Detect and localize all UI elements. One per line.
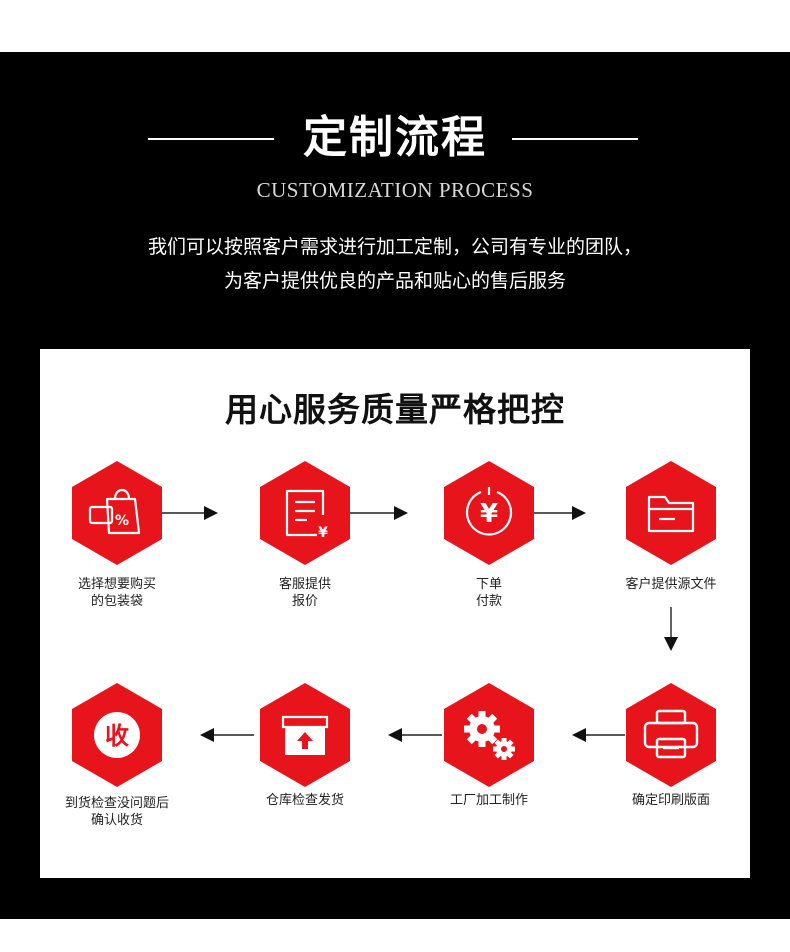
page-title: 定制流程 (303, 112, 487, 163)
box-upload-icon (281, 715, 329, 755)
step-3-label: 下单 付款 (419, 576, 559, 610)
process-flow: % ¥ ¥ (72, 461, 716, 787)
step-3-label-line1: 下单 (475, 577, 502, 592)
step-1-label-line1: 选择想要购买 (77, 577, 156, 592)
connector-2-3 (350, 506, 408, 520)
connector-5-6 (572, 728, 625, 742)
step-2-label-line1: 客服提供 (278, 577, 331, 592)
step-7-node (260, 683, 350, 787)
connector-6-7 (388, 728, 442, 742)
printer-icon (643, 709, 699, 759)
connector-7-8 (200, 728, 254, 742)
step-5-label: 确定印刷版面 (601, 792, 741, 809)
step-4-label-line1: 客户提供源文件 (625, 577, 717, 592)
step-3-label-line2: 付款 (475, 594, 502, 609)
step-4-label: 客户提供源文件 (601, 576, 741, 593)
step-8-label-line1: 到货检查没问题后 (64, 796, 169, 811)
receive-icon: 收 (94, 712, 140, 758)
step-5-node (626, 683, 716, 787)
yen-coin-icon: ¥ (465, 487, 513, 536)
step-6-label: 工厂加工制作 (419, 792, 559, 809)
connector-3-4 (534, 506, 586, 520)
svg-text:收: 收 (105, 722, 129, 750)
step-1-label: 选择想要购买 的包装袋 (47, 576, 187, 610)
connector-1-2 (162, 506, 218, 520)
step-1-node: % (72, 461, 162, 565)
step-8-label-line2: 确认收货 (90, 813, 143, 828)
description-line-1: 我们可以按照客户需求进行加工定制，公司有专业的团队， (147, 236, 642, 258)
gears-icon (464, 711, 515, 760)
title-divider-left (148, 138, 274, 140)
step-5-label-line1: 确定印刷版面 (631, 793, 710, 808)
connector-4-5 (664, 607, 678, 651)
quote-document-yen-icon: ¥ (285, 489, 328, 541)
title-row: 定制流程 (0, 112, 790, 164)
step-6-node (444, 683, 534, 787)
page-subtitle: CUSTOMIZATION PROCESS (256, 178, 534, 202)
title-divider-right (512, 138, 638, 140)
svg-text:%: % (115, 513, 129, 529)
step-6-label-line1: 工厂加工制作 (449, 793, 528, 808)
description-line-2: 为客户提供优良的产品和贴心的售后服务 (223, 270, 566, 292)
step-8-node: 收 (72, 683, 162, 787)
step-7-label: 仓库检查发货 (235, 792, 375, 809)
step-4-node (626, 461, 716, 565)
card-title: 用心服务质量严格把控 (225, 390, 565, 429)
step-2-node: ¥ (260, 461, 350, 565)
process-card: 用心服务质量严格把控 (40, 349, 750, 878)
step-1-label-line2: 的包装袋 (90, 594, 143, 609)
step-2-label-line2: 报价 (291, 594, 318, 609)
step-2-label: 客服提供 报价 (235, 576, 375, 610)
step-3-node: ¥ (444, 461, 534, 565)
svg-text:¥: ¥ (480, 499, 498, 529)
shopping-bag-percent-icon: % (88, 488, 141, 535)
svg-text:¥: ¥ (318, 525, 328, 541)
step-7-label-line1: 仓库检查发货 (265, 793, 344, 808)
folder-file-icon (647, 495, 695, 533)
step-8-label: 到货检查没问题后 确认收货 (47, 795, 187, 829)
